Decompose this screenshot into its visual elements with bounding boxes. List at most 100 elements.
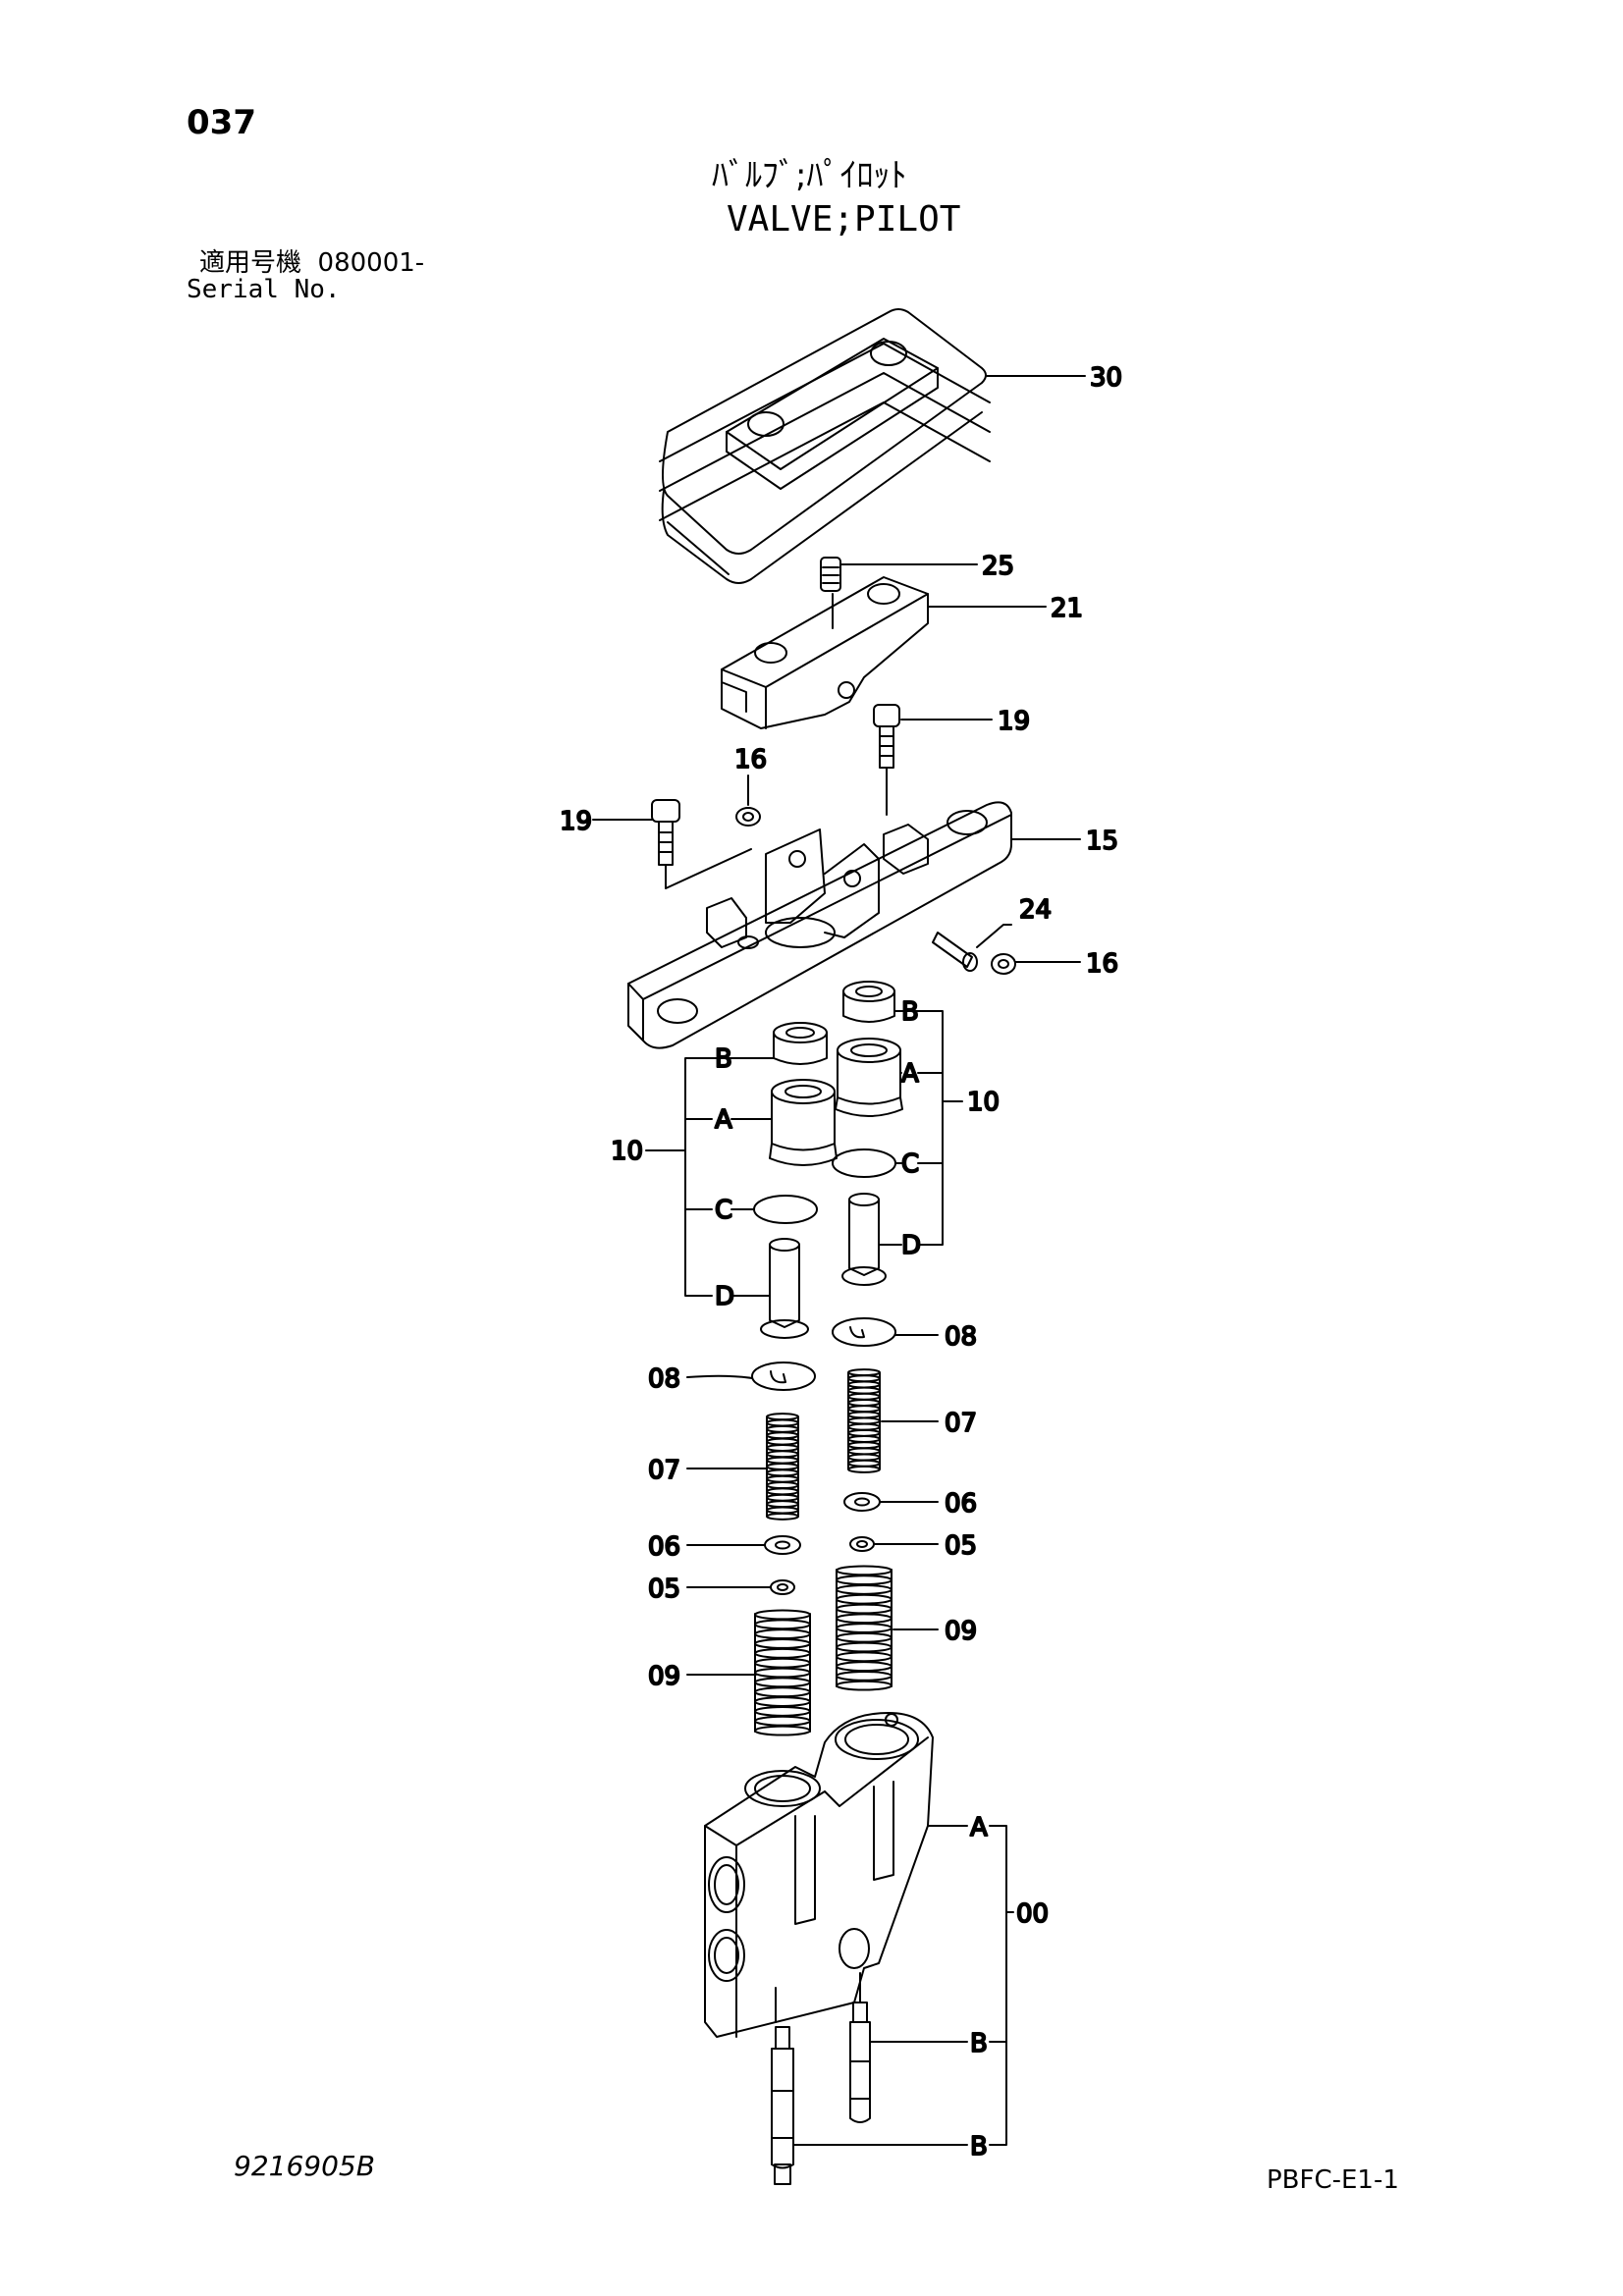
spring-coil: [754, 1705, 811, 1717]
spring-coil: [836, 1670, 893, 1682]
spring-coil: [847, 1422, 881, 1431]
part-21-plate: [721, 576, 1047, 729]
callout-15: 15: [1086, 827, 1118, 856]
label-B-body-1: B: [970, 2029, 988, 2058]
spring-coil: [754, 1715, 811, 1727]
label-D-right: D: [901, 1231, 921, 1260]
spring-coil: [847, 1441, 881, 1450]
part-25-screw: [820, 557, 978, 592]
spring-coil: [836, 1584, 893, 1595]
spring-coil: [766, 1506, 799, 1515]
spring-coil: [847, 1453, 881, 1462]
part-08-left: [686, 1362, 816, 1391]
spring-coil: [754, 1696, 811, 1707]
callout-07-right: 07: [945, 1409, 977, 1438]
callout-09-left: 09: [648, 1662, 680, 1691]
part-19-bolt-right: [873, 704, 993, 816]
part-05-left: [686, 1579, 795, 1595]
part-24-pin: [932, 924, 1012, 972]
bracket-00: [989, 1825, 1007, 2146]
spring-coil: [766, 1512, 799, 1521]
callout-25: 25: [982, 552, 1014, 581]
callout-05-right: 05: [945, 1531, 977, 1561]
callout-21: 21: [1051, 594, 1083, 623]
callout-09-right: 09: [945, 1617, 977, 1646]
serial-label-en: Serial No.: [187, 275, 341, 304]
part-19-bolt-left: [592, 799, 752, 889]
spring-coil: [836, 1661, 893, 1672]
callout-06-right: 06: [945, 1489, 977, 1519]
spring-coil: [836, 1603, 893, 1615]
label-B-right: B: [901, 997, 919, 1027]
spring-coil: [766, 1456, 799, 1465]
spring-coil: [836, 1680, 893, 1691]
part-15-base-plate: [627, 801, 1081, 1049]
serial-value: 080001-: [317, 248, 425, 278]
part-05-right: [849, 1536, 939, 1552]
spring-coil: [766, 1493, 799, 1502]
spring-coil: [766, 1418, 799, 1427]
part-08-right: [832, 1317, 939, 1347]
spring-coil: [836, 1623, 893, 1633]
callout-00: 00: [1016, 1899, 1049, 1929]
spring-coil: [754, 1638, 811, 1649]
label-C-left: C: [715, 1196, 732, 1225]
spring-coil: [847, 1416, 881, 1425]
spring-coil: [754, 1647, 811, 1659]
part-10-right-assembly: [832, 981, 963, 1286]
part-10-left-assembly: [645, 1022, 838, 1339]
part-09-spring-right: [836, 1565, 893, 1691]
page-number: 037: [187, 103, 256, 142]
spring-coil: [754, 1725, 811, 1736]
part-06-right: [843, 1492, 939, 1512]
spring-coil: [766, 1463, 799, 1470]
spring-coil: [847, 1392, 881, 1401]
serial-label-jp: 適用号機: [199, 248, 302, 278]
part-30-cover: [659, 308, 1086, 584]
callout-16-top: 16: [734, 745, 767, 774]
callout-05-left: 05: [648, 1575, 680, 1604]
part-16-washer-right: [991, 953, 1081, 975]
spring-coil: [766, 1424, 799, 1433]
part-00-pin-left: [771, 2026, 968, 2185]
callout-10-right: 10: [967, 1088, 1000, 1117]
spring-coil: [847, 1380, 881, 1389]
spring-coil: [754, 1686, 811, 1698]
spring-coil: [847, 1398, 881, 1407]
label-A-right: A: [901, 1059, 919, 1089]
spring-coil: [766, 1500, 799, 1509]
part-06-left: [686, 1535, 801, 1555]
callout-19-right: 19: [998, 707, 1030, 736]
spring-coil: [847, 1435, 881, 1444]
part-00-pin-right: [849, 1972, 968, 2123]
part-07-spring-left: [766, 1413, 799, 1521]
label-A-left: A: [715, 1105, 732, 1135]
part-16-washer-top: [735, 774, 761, 827]
callout-30: 30: [1090, 363, 1122, 393]
label-D-left: D: [715, 1282, 734, 1311]
sheet-code: PBFC-E1-1: [1267, 2165, 1399, 2195]
callout-08-right: 08: [945, 1322, 977, 1352]
serial-applicable-label: 適用号機 080001-: [199, 250, 424, 276]
spring-coil: [836, 1593, 893, 1605]
spring-coil: [836, 1613, 893, 1625]
callout-06-left: 06: [648, 1532, 680, 1562]
label-A-body: A: [970, 1813, 988, 1842]
callout-16-right: 16: [1086, 949, 1118, 979]
spring-coil: [754, 1609, 811, 1621]
part-00-valve-body: [704, 1712, 968, 2038]
spring-coil: [847, 1465, 881, 1473]
spring-coil: [754, 1619, 811, 1630]
spring-coil: [766, 1468, 799, 1477]
callout-07-left: 07: [648, 1456, 680, 1485]
spring-coil: [847, 1405, 881, 1414]
label-B-body-2: B: [970, 2132, 988, 2162]
spring-coil: [766, 1487, 799, 1496]
spring-coil: [836, 1631, 893, 1643]
callout-10-left: 10: [611, 1137, 643, 1166]
spring-coil: [754, 1629, 811, 1640]
title-english: VALVE;PILOT: [727, 199, 961, 240]
spring-coil: [836, 1565, 893, 1576]
part-07-spring-right: [847, 1368, 881, 1473]
